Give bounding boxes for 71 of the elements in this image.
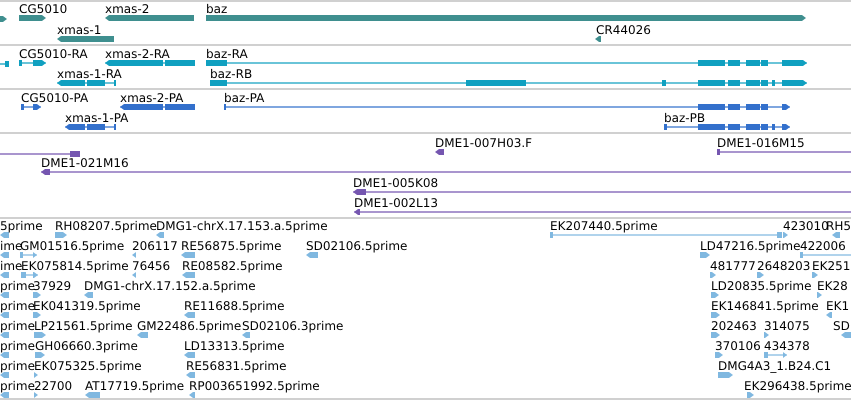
feature-label: baz-PA (224, 91, 264, 105)
feature-label: 481777 (710, 259, 756, 273)
feature-label: baz (206, 2, 228, 16)
feature-label: baz-RA (206, 47, 248, 61)
feature-label: RE56831.5prime (186, 359, 286, 373)
feature-label: GM22486.5prime (137, 319, 242, 333)
feature-label: RH5 (826, 219, 851, 233)
feature-label: 314075 (764, 319, 810, 333)
feature-label: LD47216.5prime (700, 239, 801, 253)
feature-label: 37929 (33, 279, 72, 293)
feature-label: 76456 (132, 259, 170, 273)
feature-label: EK146841.5prime (711, 299, 819, 313)
feature-label: 423010 (783, 219, 829, 233)
feature-label: CG5010-PA (21, 91, 88, 105)
feature-label: EK041319.5prime (33, 299, 141, 313)
feature-label: baz-PB (664, 111, 706, 125)
feature-label: 5prime (0, 219, 43, 233)
feature-label: prime (0, 359, 35, 373)
feature-label: SD02106.5prime (306, 239, 408, 253)
feature-label: 206117 (132, 239, 178, 253)
feature-label: 22700 (34, 379, 72, 393)
feature-label: xmas-2-PA (120, 91, 184, 105)
feature-label: DME1-016M15 (717, 136, 805, 150)
feature-label: AT17719.5prime (85, 379, 184, 393)
feature-label: LD13313.5prime (184, 339, 285, 353)
feature-label: CR44026 (596, 23, 651, 37)
feature-label: EK251 (812, 259, 850, 273)
feature-label: xmas-1-PA (65, 111, 128, 125)
feature-label: EK207440.5prime (550, 219, 658, 233)
feature-label: LD20835.5prime (711, 279, 812, 293)
feature-label: LP21561.5prime (34, 319, 133, 333)
feature-label: GH06660.3prime (35, 339, 138, 353)
feature-label: xmas-2-RA (105, 47, 170, 61)
feature-label: RE56875.5prime (181, 239, 282, 253)
feature-label: baz-RB (210, 67, 252, 81)
feature-label: CG5010-RA (19, 47, 88, 61)
feature-label: 434378 (764, 339, 810, 353)
feature-label: SD (833, 319, 850, 333)
feature-label: ime (0, 259, 22, 273)
feature-label: 422006 (800, 239, 846, 253)
feature-label: prime (0, 379, 35, 393)
feature-label: 370106 (715, 339, 761, 353)
feature-label: RP003651992.5prime (189, 379, 320, 393)
feature-label: DME1-005K08 (353, 176, 438, 190)
feature-label: DMG4A3_1.B24.C1 (718, 359, 832, 373)
feature-label: 2648203 (757, 259, 810, 273)
feature-label: EK1 (826, 299, 850, 313)
feature-label: SD02106.3prime (242, 319, 344, 333)
feature-label: prime (0, 279, 35, 293)
feature-label: DME1-002L13 (354, 196, 438, 210)
feature-label: RH08207.5prime (55, 219, 157, 233)
feature-label: EK28 (817, 279, 848, 293)
feature-label: RE08582.5prime (182, 259, 282, 273)
feature-label: prime (0, 319, 35, 333)
feature-label: GM01516.5prime (20, 239, 124, 253)
feature-label: EK075325.5prime (34, 359, 142, 373)
feature-label: ime (0, 239, 22, 253)
feature-label: DME1-007H03.F (435, 136, 532, 150)
feature-label: DMG1-chrX.17.153.a.5prime (156, 219, 328, 233)
feature-label: prime (0, 299, 35, 313)
feature-label: xmas-2 (105, 2, 150, 16)
feature-label: DMG1-chrX.17.152.a.5prime (84, 279, 256, 293)
feature-label: DME1-021M16 (41, 156, 129, 170)
feature-label: 202463 (711, 319, 757, 333)
feature-label: EK075814.5prime (21, 259, 129, 273)
feature-label: RE11688.5prime (184, 299, 284, 313)
feature-label: CG5010 (19, 2, 68, 16)
feature-label: xmas-1-RA (57, 67, 122, 81)
feature-label: prime (0, 339, 35, 353)
feature-label: EK296438.5prime (744, 379, 851, 393)
feature-label: xmas-1 (57, 23, 102, 37)
